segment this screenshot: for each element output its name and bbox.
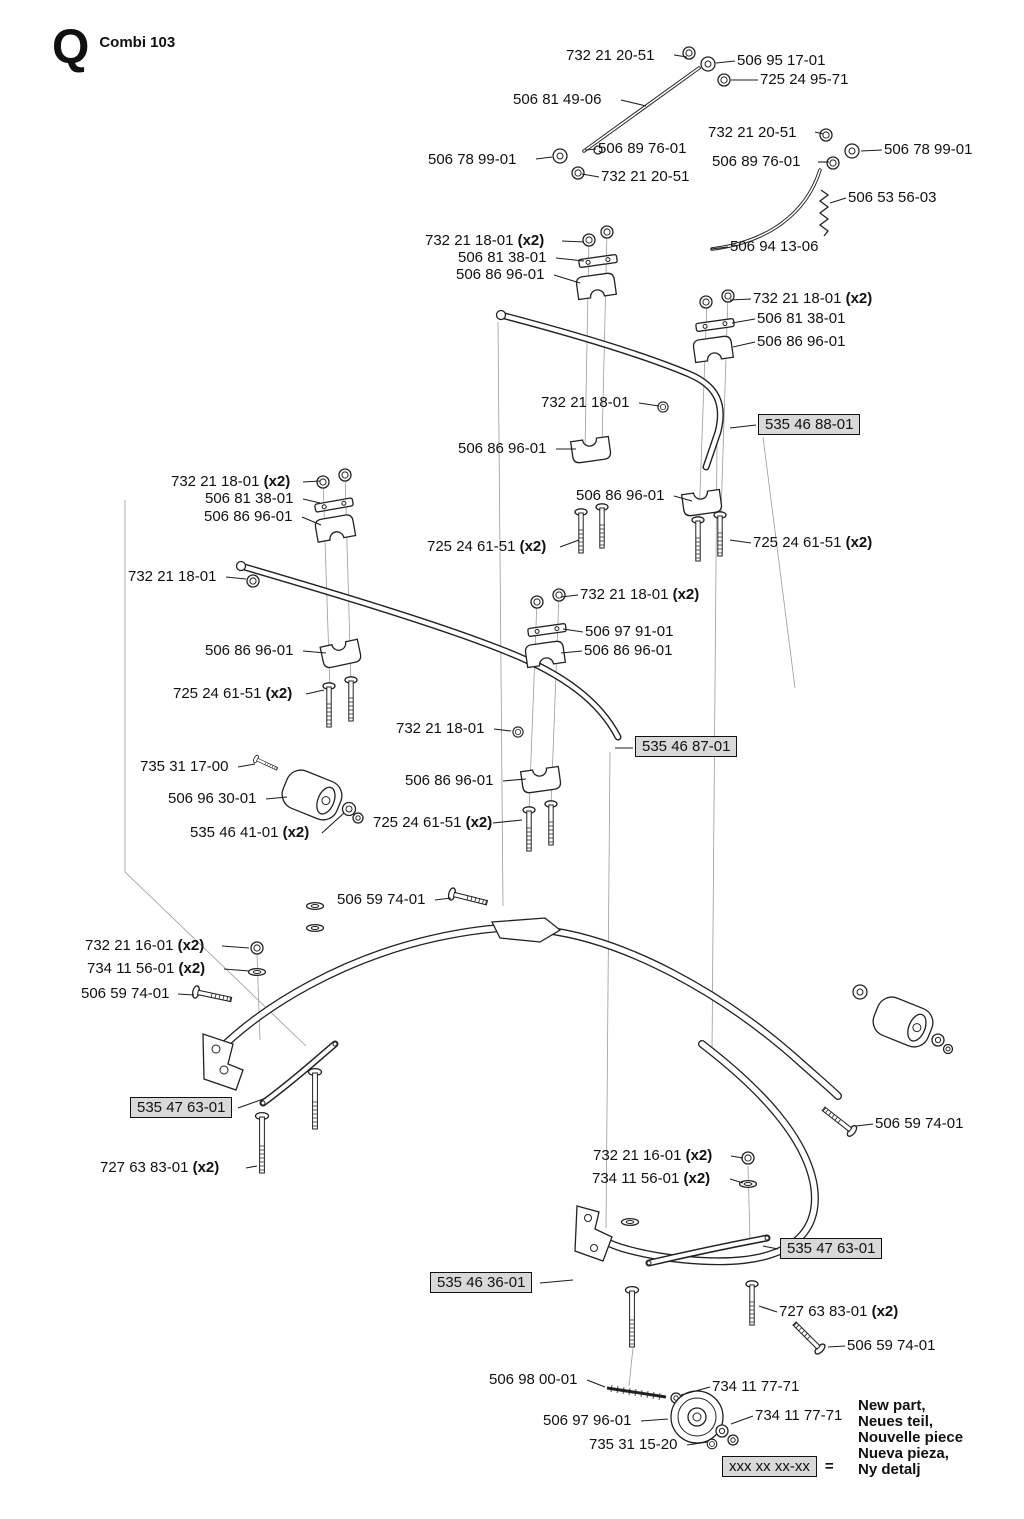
part-number-label: 506 89 76-01 [598,140,687,157]
part-number-boxed: 535 46 87-01 [635,736,738,757]
legend-line: Nueva pieza, [858,1445,949,1462]
part-number-label: 735 31 17-00 [140,758,229,775]
part-number-boxed: 535 46 88-01 [758,414,861,435]
part-number-label: 732 21 18-01 (x2) [425,232,545,249]
part-number-label: 725 24 61-51 (x2) [427,538,547,555]
legend-box-label: xxx xx xx-xx [722,1456,817,1477]
legend-line: Nouvelle piece [858,1429,964,1446]
legend-key: xxx xx xx-xx = [722,1456,834,1477]
part-number-label: 506 59 74-01 [847,1337,936,1354]
left-handlebar-assembly [235,468,622,852]
part-number-boxed: 535 47 63-01 [780,1238,883,1259]
part-number-label: 734 11 56-01 (x2) [592,1170,711,1187]
left-roller-assembly [251,754,364,826]
bottom-bracket [574,1205,613,1262]
part-number-label: 506 78 99-01 [884,141,973,158]
part-number-label: 732 21 16-01 (x2) [85,937,205,954]
left-bracket [202,1033,244,1091]
part-number-label: 506 96 30-01 [168,790,257,807]
part-number-label: 727 63 83-01 (x2) [100,1159,220,1176]
part-number-label: 734 11 77-71 [712,1378,800,1395]
part-number-label: 732 21 16-01 (x2) [593,1147,713,1164]
part-number-label: 734 11 56-01 (x2) [87,960,206,977]
part-number-label: 506 95 17-01 [737,52,826,69]
part-number-label: 506 94 13-06 [730,238,819,255]
page-header: Q Combi 103 [52,21,176,74]
legend-line: Neues teil, [858,1413,934,1430]
part-number-label: 725 24 61-51 (x2) [373,814,493,831]
part-number-label: 506 86 96-01 [576,487,665,504]
part-number-label: 732 21 20-51 [566,47,655,64]
part-number-label: 506 86 96-01 [757,333,846,350]
part-number-label: 506 78 99-01 [428,151,517,168]
roller-screw [251,754,280,773]
legend-line: Ny detalj [858,1461,921,1478]
part-number-label: 506 89 76-01 [712,153,801,170]
leader-lines [177,54,883,1446]
part-number-label: 506 86 96-01 [204,508,293,525]
part-number-label: 725 24 61-51 (x2) [753,534,873,551]
part-number-label: 727 63 83-01 (x2) [779,1303,899,1320]
part-number-label: 506 59 74-01 [875,1115,964,1132]
part-number-label: 725 24 95-71 [760,71,849,88]
tie-rod-assembly [552,46,860,251]
part-number-label: 734 11 77-71 [755,1407,843,1424]
part-number-label: 506 86 96-01 [205,642,294,659]
part-number-label: 506 81 38-01 [458,249,547,266]
frame-screw [446,886,490,910]
part-number-label: 732 21 18-01 [541,394,630,411]
part-number-label: 506 59 74-01 [81,985,170,1002]
roller [276,764,348,826]
legend-equals: = [824,1458,834,1475]
part-number-boxed: 535 46 36-01 [430,1272,533,1293]
part-number-label: 506 86 96-01 [458,440,547,457]
main-frame [202,917,842,1266]
wheel-assembly [606,1384,739,1450]
upper-handlebar-assembly [495,225,736,562]
part-number-label: 732 21 18-01 (x2) [580,586,700,603]
part-number-label: 506 86 96-01 [456,266,545,283]
part-number-label: 506 97 96-01 [543,1412,632,1429]
spring [818,189,830,237]
part-number-label: 732 21 18-01 (x2) [171,473,291,490]
part-number-label: 506 97 91-01 [585,623,674,640]
part-number-label: 506 53 56-03 [848,189,937,206]
part-number-label: 506 59 74-01 [337,891,426,908]
part-number-label: 506 81 38-01 [757,310,846,327]
part-number-label: 732 21 20-51 [708,124,797,141]
straps [259,1040,771,1267]
right-roller-assembly [852,984,954,1055]
part-number-label: 506 98 00-01 [489,1371,578,1388]
part-number-label: 732 21 18-01 [128,568,217,585]
part-number-label: 506 81 38-01 [205,490,294,507]
part-number-label: 535 46 41-01 (x2) [190,824,310,841]
part-number-label: 732 21 18-01 (x2) [753,290,873,307]
part-number-label: 732 21 20-51 [601,168,690,185]
part-number-label: 506 86 96-01 [405,772,494,789]
part-number-label: 732 21 18-01 [396,720,485,737]
section-letter: Q [52,21,90,74]
part-number-label: 725 24 61-51 (x2) [173,685,293,702]
part-number-label: 735 31 15-20 [589,1436,678,1453]
part-number-label: 506 81 49-06 [513,91,602,108]
reference-lines [124,230,796,1387]
part-number-boxed: 535 47 63-01 [130,1097,233,1118]
legend-line: New part, [858,1397,926,1414]
part-number-label: 506 86 96-01 [584,642,673,659]
model-title: Combi 103 [99,34,176,51]
